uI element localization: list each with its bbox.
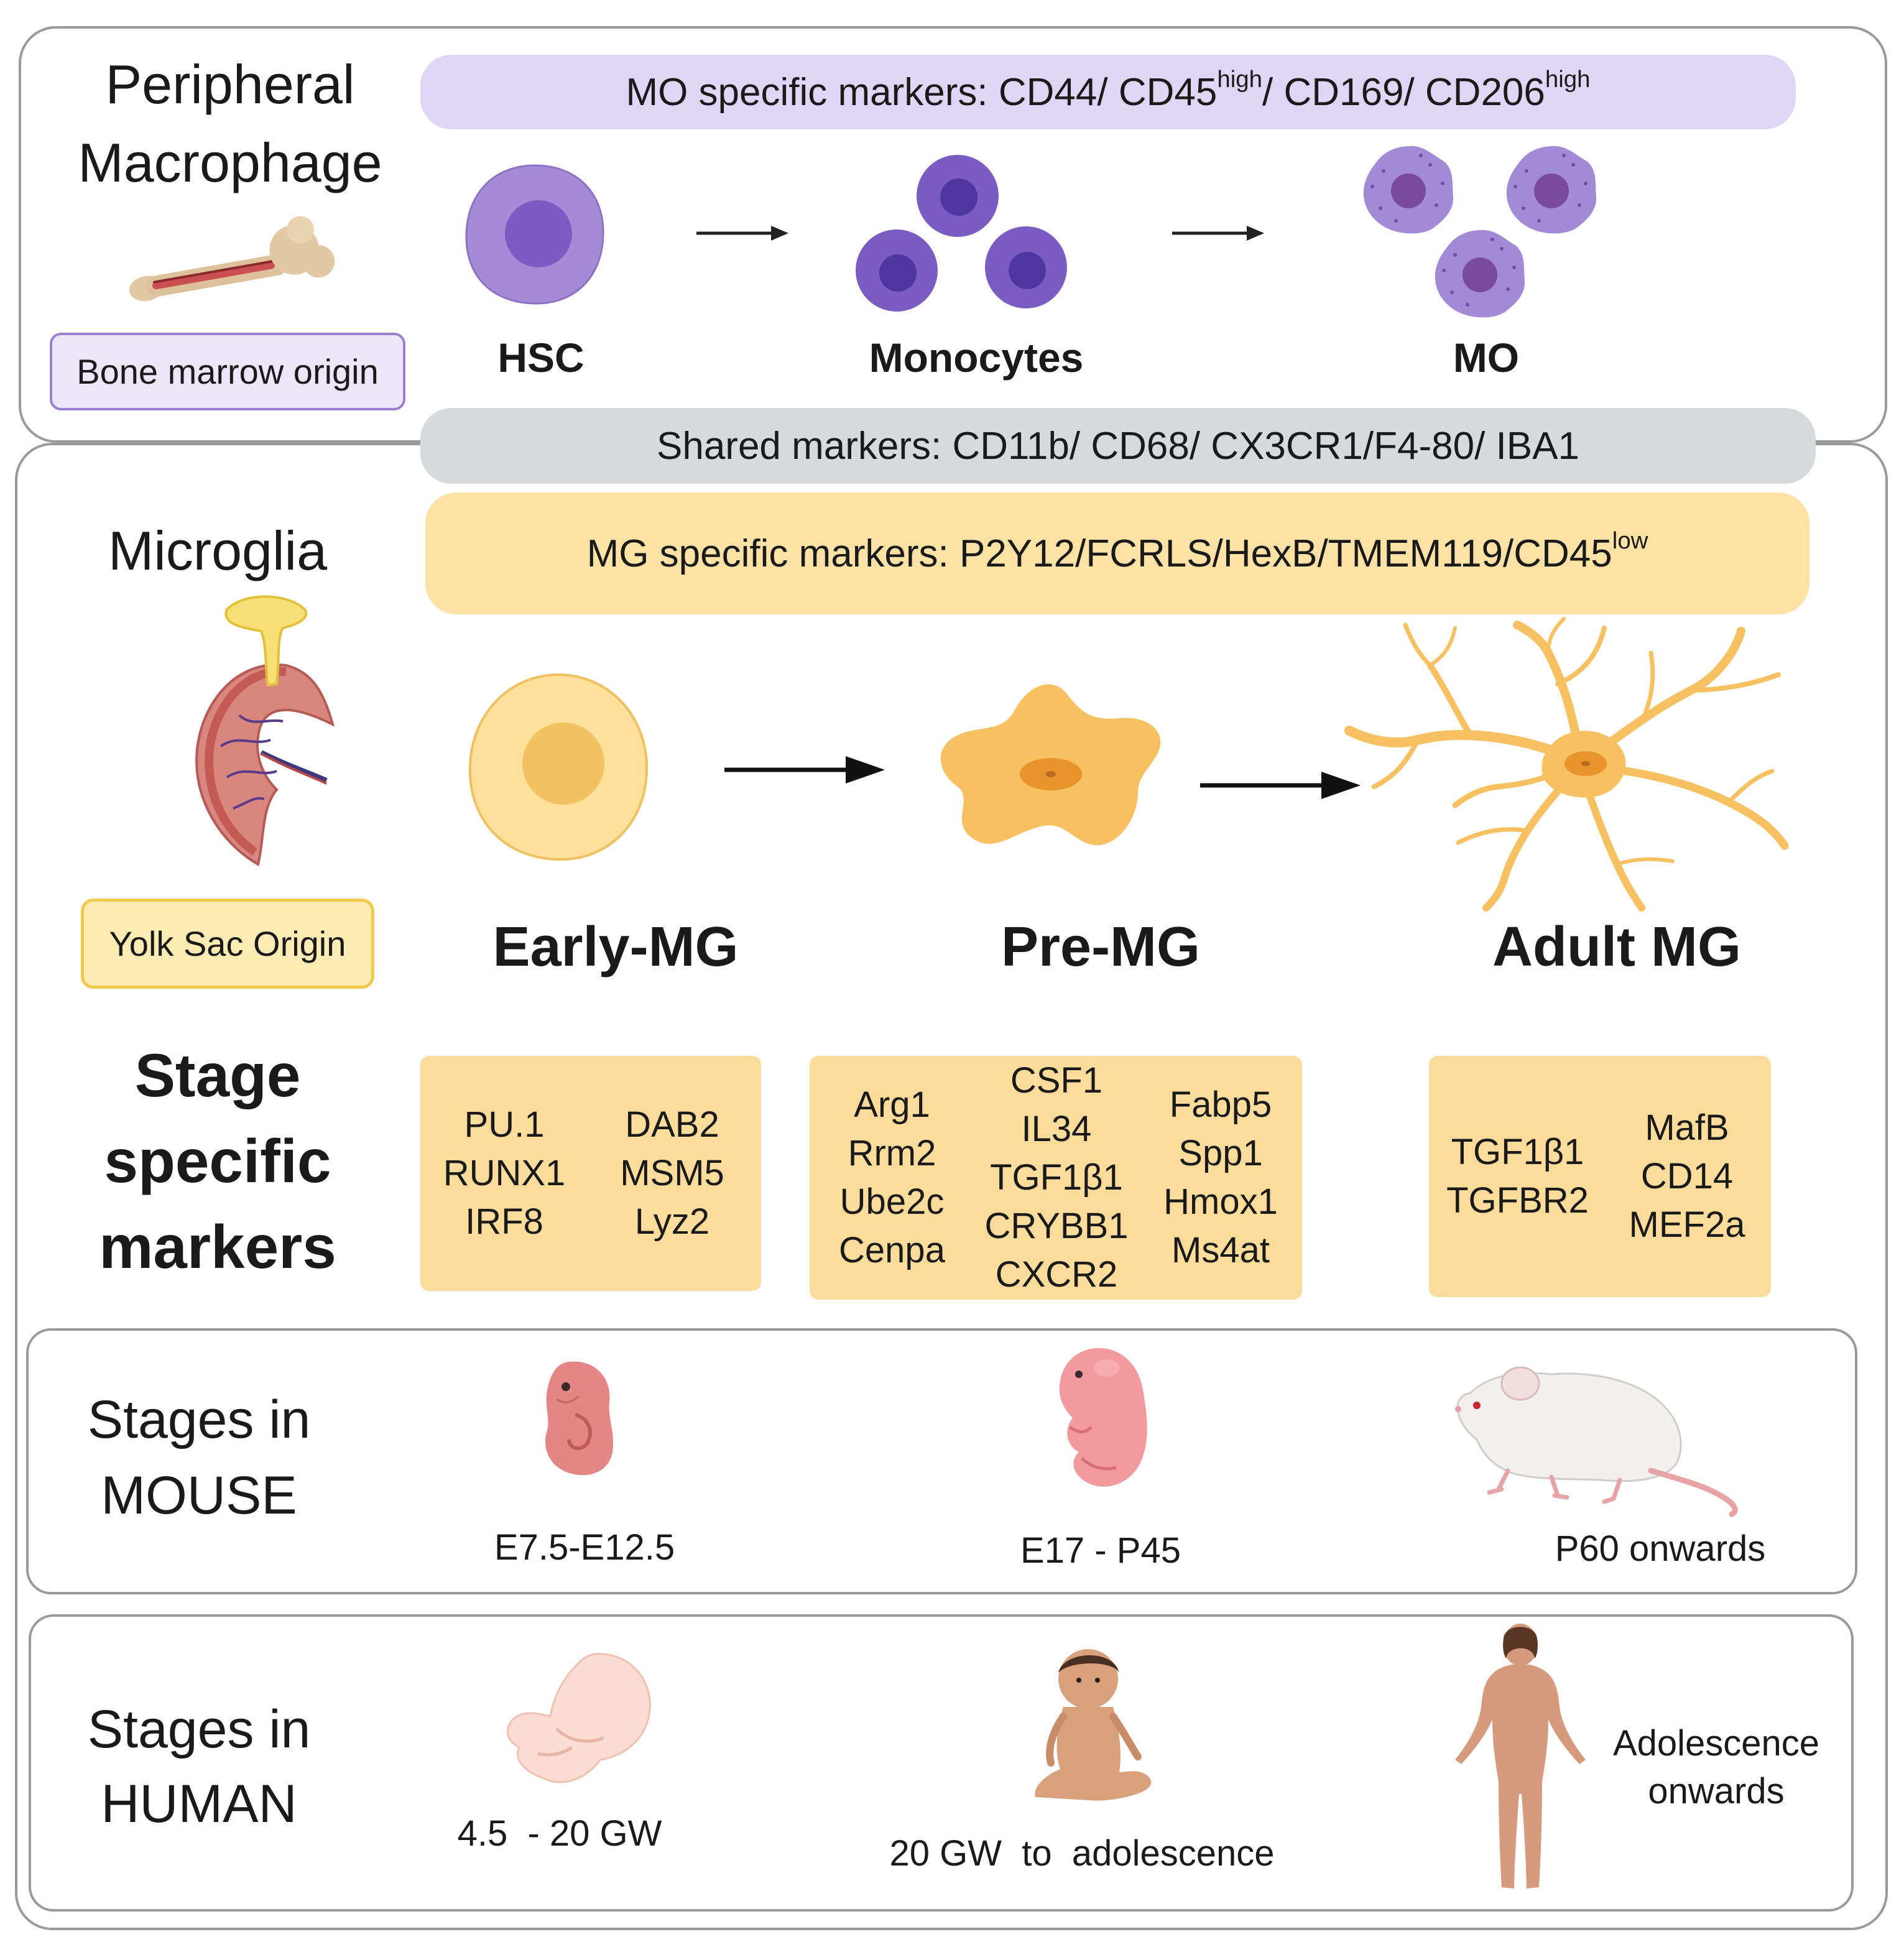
yolk-sac-origin-label: Yolk Sac Origin [109,924,346,963]
marker-hmox1: Hmox1 [1163,1181,1278,1222]
human-stage-adult-label-line1: Adolescence [1612,1723,1820,1764]
arrow-pre-to-adult [1200,772,1361,799]
mouse-pup-icon [1059,1348,1147,1487]
monocytes-label: Monocytes [869,335,1084,381]
mouse-title-line2: MOUSE [101,1466,297,1525]
adult-markers-col2: MafB CD14 MEF2a [1603,1056,1771,1297]
adult-human-icon [1455,1624,1586,1889]
early-mg-markers-box: PU.1 RUNX1 IRF8 DAB2 MSM5 Lyz2 [420,1056,761,1291]
pre-mg-markers-box: Arg1 Rrm2 Ube2c Cenpa CSF1 IL34 TGF1β1 C… [810,1056,1302,1300]
marker-spp1: Spp1 [1178,1133,1263,1173]
mg-specific-markers-text: MG specific markers: P2Y12/FCRLS/HexB/TM… [586,527,1648,575]
stage-markers-title-line3: markers [99,1213,336,1281]
early-markers-col2: DAB2 MSM5 Lyz2 [588,1056,756,1291]
yolk-sac-origin-box: Yolk Sac Origin [81,899,374,989]
mouse-stage-early-label: E7.5-E12.5 [494,1527,675,1568]
marker-mef2a: MEF2a [1629,1205,1745,1245]
pre-markers-col3: Fabp5 Spp1 Hmox1 Ms4at [1139,1056,1302,1300]
marker-tgfbr2: TGFBR2 [1446,1180,1589,1221]
monocytes-icon [856,155,1067,312]
human-title-line1: Stages in [87,1699,311,1759]
marker-crybb1: CRYBB1 [984,1206,1129,1246]
pre-mg-cell-icon [940,684,1161,846]
arrow-hsc-to-monocytes [696,226,788,241]
bone-marrow-origin-box: Bone marrow origin [50,333,405,410]
human-stage-adult-label-line2: onwards [1648,1771,1785,1811]
marker-runx1: RUNX1 [443,1153,566,1193]
marker-csf1: CSF1 [1010,1060,1103,1101]
early-mg-label: Early-MG [492,916,739,978]
marker-ms4at: Ms4at [1172,1230,1270,1270]
yolk-sac-icon [195,595,335,867]
adult-mg-label: Adult MG [1492,916,1741,978]
stage-markers-title-line2: specific [104,1127,331,1195]
marker-il34: IL34 [1021,1109,1092,1149]
hsc-cell-icon [465,164,604,305]
early-markers-col1: PU.1 RUNX1 IRF8 [420,1056,588,1291]
mo-specific-markers-pill: MO specific markers: CD44/ CD45high/ CD1… [420,55,1796,129]
mo-specific-markers-text: MO specific markers: CD44/ CD45high/ CD1… [626,65,1591,114]
adult-mg-cell-icon [1344,617,1789,912]
marker-lyz2: Lyz2 [634,1201,710,1242]
mo-label: MO [1453,335,1520,381]
marker-arg1: Arg1 [854,1084,930,1125]
mg-specific-markers-pill: MG specific markers: P2Y12/FCRLS/HexB/TM… [425,492,1809,614]
human-title-line2: HUMAN [101,1774,297,1834]
marker-mafb: MafB [1645,1107,1729,1148]
peripheral-title-line2: Macrophage [78,132,382,193]
human-baby-icon [1035,1649,1152,1801]
microglia-title: Microglia [108,520,328,581]
bone-marrow-origin-label: Bone marrow origin [76,352,379,391]
marker-dab2: DAB2 [625,1104,719,1145]
human-stage-pre-label: 20 GW to adolescence [889,1833,1275,1874]
marker-pu1: PU.1 [464,1104,545,1145]
mouse-stage-adult-label: P60 onwards [1555,1528,1766,1569]
peripheral-title-line1: Peripheral [105,53,355,115]
pre-markers-col2: CSF1 IL34 TGF1β1 CRYBB1 CXCR2 [973,1056,1140,1300]
shared-markers-text: Shared markers: CD11b/ CD68/ CX3CR1/F4-8… [656,424,1579,468]
mouse-stage-pre-label: E17 - P45 [1020,1530,1181,1571]
marker-cd14: CD14 [1640,1156,1734,1196]
marker-ube2c: Ube2c [839,1181,945,1222]
marker-tgf1b1-adult: TGF1β1 [1451,1132,1584,1172]
shared-markers-pill: Shared markers: CD11b/ CD68/ CX3CR1/F4-8… [420,408,1816,484]
human-stages-panel [29,1614,1854,1912]
marker-rrm2: Rrm2 [848,1133,936,1173]
stage-markers-title-line1: Stage [134,1041,301,1109]
human-stage-early-label: 4.5 - 20 GW [457,1813,662,1854]
marker-irf8: IRF8 [465,1201,543,1242]
arrow-early-to-pre [724,756,885,784]
marker-fabp5: Fabp5 [1169,1084,1272,1125]
marker-cenpa: Cenpa [839,1230,945,1270]
marker-msm5: MSM5 [620,1153,724,1193]
macrophage-icon [1363,146,1597,318]
mouse-stages-panel [26,1328,1857,1594]
marker-cxcr2: CXCR2 [995,1254,1118,1295]
adult-mg-markers-box: TGF1β1 TGFBR2 MafB CD14 MEF2a [1429,1056,1771,1297]
mouse-title-line1: Stages in [87,1390,311,1450]
adult-markers-col1: TGF1β1 TGFBR2 [1429,1056,1606,1297]
hsc-label: HSC [497,335,585,381]
human-fetus-icon [506,1653,651,1783]
bone-icon [129,216,335,302]
mouse-embryo-icon [545,1361,614,1476]
marker-tgf1b1-pre: TGF1β1 [990,1157,1123,1198]
pre-mg-label: Pre-MG [1001,916,1201,978]
pre-markers-col1: Arg1 Rrm2 Ube2c Cenpa [810,1056,974,1300]
arrow-monocytes-to-mo [1172,226,1264,241]
early-mg-cell-icon [468,673,649,861]
adult-mouse-icon [1455,1366,1738,1517]
